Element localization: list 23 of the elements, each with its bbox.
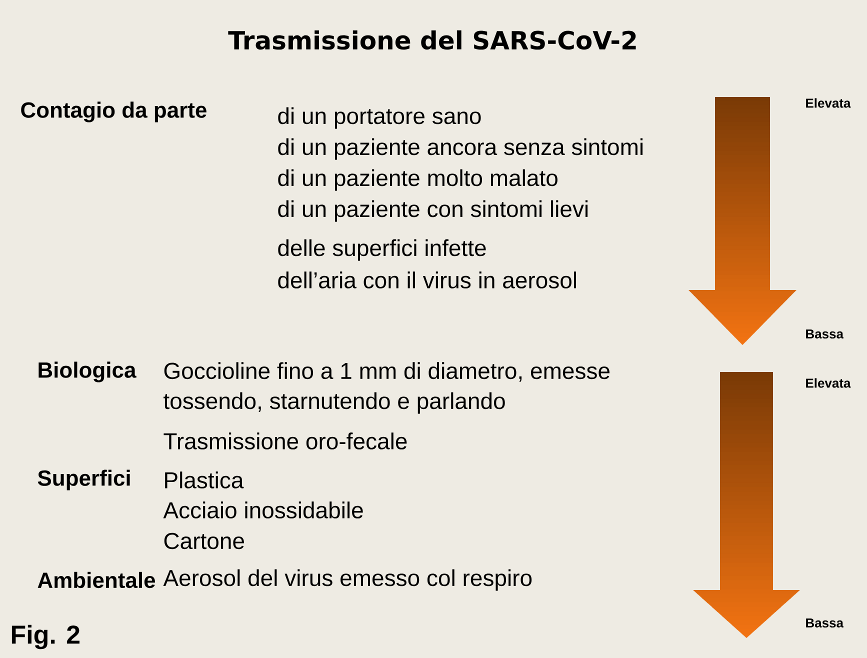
- row-heading: Biologica: [38, 362, 136, 382]
- title: Trasmissione del SARS-CoV-2: [228, 30, 636, 50]
- scale-label: Bassa: [806, 618, 844, 628]
- list-item: di un paziente ancora senza sintomi: [278, 138, 643, 160]
- scale-label: Elevata: [806, 378, 851, 388]
- row-heading: Contagio da parte: [21, 102, 206, 122]
- list-item: Cartone: [164, 532, 244, 550]
- list-item: Trasmissione oro-fecale: [164, 432, 407, 450]
- list-item: Goccioline fino a 1 mm di diametro, emesse: [164, 362, 610, 382]
- scale-label: Bassa: [806, 329, 844, 339]
- scale-label: Elevata: [806, 98, 851, 108]
- list-item: Acciaio inossidabile: [163, 502, 363, 518]
- list-item: Aerosol del virus emesso col respiro: [163, 569, 532, 591]
- list-item: di un paziente con sintomi lievi: [278, 200, 588, 222]
- list-item: dell’aria con il virus in aerosol: [278, 272, 576, 288]
- list-item: tossendo, starnutendo e parlando: [164, 392, 505, 414]
- row-heading: Ambientale: [38, 572, 156, 588]
- list-item: Plastica: [165, 472, 244, 488]
- figure-number: Fig. 2: [12, 624, 80, 650]
- list-item: delle superfici infette: [278, 239, 486, 261]
- list-item: di un paziente molto malato: [278, 169, 558, 191]
- list-item: di un portatore sano: [278, 107, 481, 129]
- row-heading: Superfici: [38, 470, 130, 490]
